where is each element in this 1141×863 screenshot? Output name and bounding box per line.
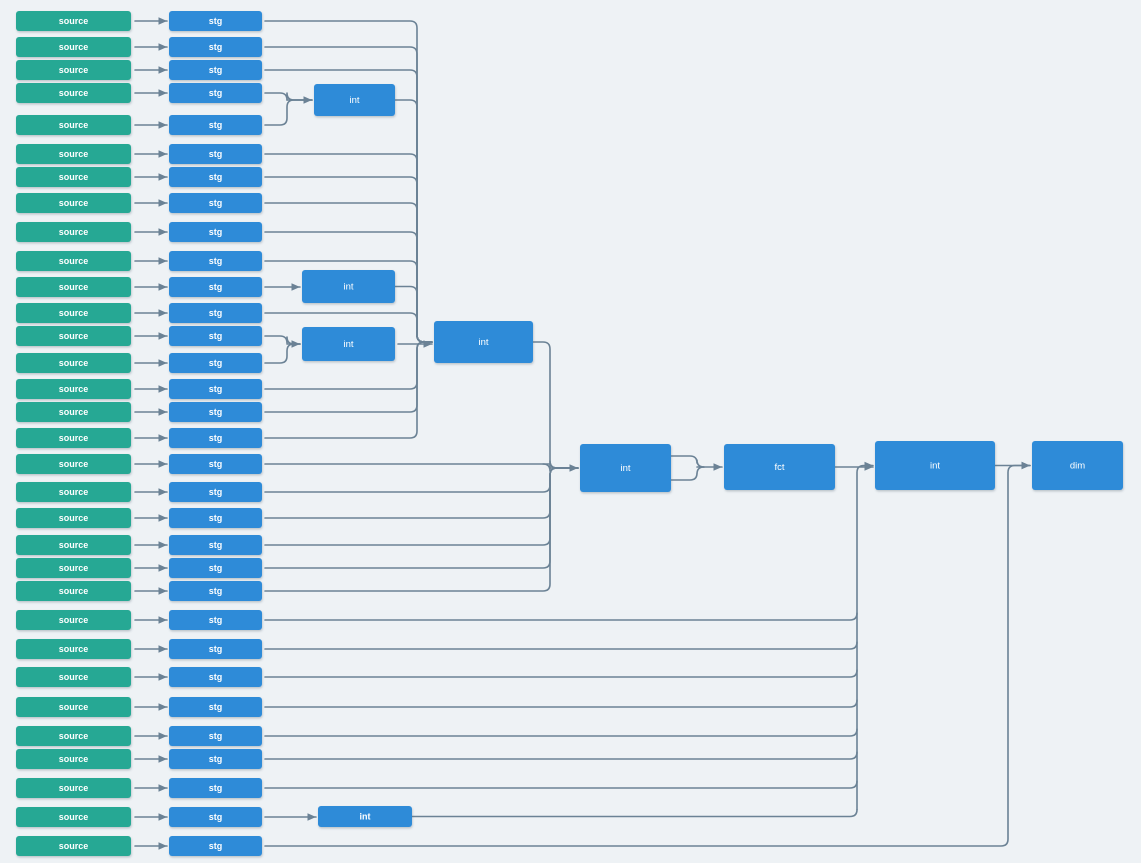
- node-source[interactable]: source: [16, 428, 131, 448]
- node-source[interactable]: source: [16, 144, 131, 164]
- edge-int-to-fct: [670, 455, 705, 468]
- node-source[interactable]: source: [16, 697, 131, 717]
- edge-bundle-to-int: [856, 461, 874, 811]
- node-fct[interactable]: fct: [724, 444, 835, 490]
- node-stg[interactable]: stg: [169, 83, 262, 103]
- node-stg[interactable]: stg: [169, 379, 262, 399]
- node-source[interactable]: source: [16, 37, 131, 57]
- node-source[interactable]: source: [16, 807, 131, 827]
- node-source[interactable]: source: [16, 454, 131, 474]
- node-stg[interactable]: stg: [169, 402, 262, 422]
- node-stg[interactable]: stg: [169, 667, 262, 687]
- node-source[interactable]: source: [16, 778, 131, 798]
- node-source[interactable]: source: [16, 303, 131, 323]
- node-stg[interactable]: stg: [169, 508, 262, 528]
- node-stg[interactable]: stg: [169, 836, 262, 856]
- node-source[interactable]: source: [16, 639, 131, 659]
- node-int[interactable]: int: [580, 444, 671, 492]
- node-source[interactable]: source: [16, 251, 131, 271]
- node-int[interactable]: int: [302, 327, 395, 361]
- node-source[interactable]: source: [16, 353, 131, 373]
- node-stg[interactable]: stg: [169, 222, 262, 242]
- node-source[interactable]: source: [16, 749, 131, 769]
- node-source[interactable]: source: [16, 222, 131, 242]
- node-stg[interactable]: stg: [169, 726, 262, 746]
- node-stg[interactable]: stg: [169, 610, 262, 630]
- node-stg[interactable]: stg: [169, 144, 262, 164]
- node-source[interactable]: source: [16, 11, 131, 31]
- node-source[interactable]: source: [16, 726, 131, 746]
- node-stg[interactable]: stg: [169, 778, 262, 798]
- node-source[interactable]: source: [16, 558, 131, 578]
- node-stg[interactable]: stg: [169, 749, 262, 769]
- node-source[interactable]: source: [16, 836, 131, 856]
- node-int[interactable]: int: [302, 270, 395, 303]
- node-stg[interactable]: stg: [169, 167, 262, 187]
- node-int[interactable]: int: [314, 84, 395, 116]
- node-int[interactable]: int: [434, 321, 533, 363]
- node-stg[interactable]: stg: [169, 558, 262, 578]
- edge-layer: [134, 17, 1031, 850]
- edge-int-to-fct: [670, 466, 705, 481]
- node-source[interactable]: source: [16, 535, 131, 555]
- node-source[interactable]: source: [16, 277, 131, 297]
- node-source[interactable]: source: [16, 482, 131, 502]
- node-stg[interactable]: stg: [169, 115, 262, 135]
- node-stg[interactable]: stg: [169, 11, 262, 31]
- node-stg[interactable]: stg: [169, 303, 262, 323]
- node-stg[interactable]: stg: [169, 353, 262, 373]
- node-source[interactable]: source: [16, 326, 131, 346]
- node-source[interactable]: source: [16, 379, 131, 399]
- node-int[interactable]: int: [875, 441, 995, 490]
- node-stg[interactable]: stg: [169, 639, 262, 659]
- node-source[interactable]: source: [16, 115, 131, 135]
- node-stg[interactable]: stg: [169, 37, 262, 57]
- node-stg[interactable]: stg: [169, 697, 262, 717]
- node-source[interactable]: source: [16, 667, 131, 687]
- node-stg[interactable]: stg: [169, 454, 262, 474]
- node-stg[interactable]: stg: [169, 482, 262, 502]
- edge-int-to-bundle: [411, 808, 858, 818]
- node-stg[interactable]: stg: [169, 251, 262, 271]
- node-stg[interactable]: stg: [169, 428, 262, 448]
- node-stg[interactable]: stg: [169, 581, 262, 601]
- node-stg[interactable]: stg: [169, 535, 262, 555]
- node-source[interactable]: source: [16, 581, 131, 601]
- node-stg[interactable]: stg: [169, 807, 262, 827]
- edge-int-to-bundle: [394, 285, 433, 343]
- node-stg[interactable]: stg: [169, 326, 262, 346]
- node-dim[interactable]: dim: [1032, 441, 1123, 490]
- node-source[interactable]: source: [16, 610, 131, 630]
- node-source[interactable]: source: [16, 402, 131, 422]
- node-source[interactable]: source: [16, 60, 131, 80]
- node-source[interactable]: source: [16, 508, 131, 528]
- node-source[interactable]: source: [16, 83, 131, 103]
- node-stg[interactable]: stg: [169, 193, 262, 213]
- node-int[interactable]: int: [318, 806, 412, 827]
- node-source[interactable]: source: [16, 167, 131, 187]
- node-stg[interactable]: stg: [169, 277, 262, 297]
- edge-stg-to-dim: [264, 461, 1031, 847]
- node-source[interactable]: source: [16, 193, 131, 213]
- node-stg[interactable]: stg: [169, 60, 262, 80]
